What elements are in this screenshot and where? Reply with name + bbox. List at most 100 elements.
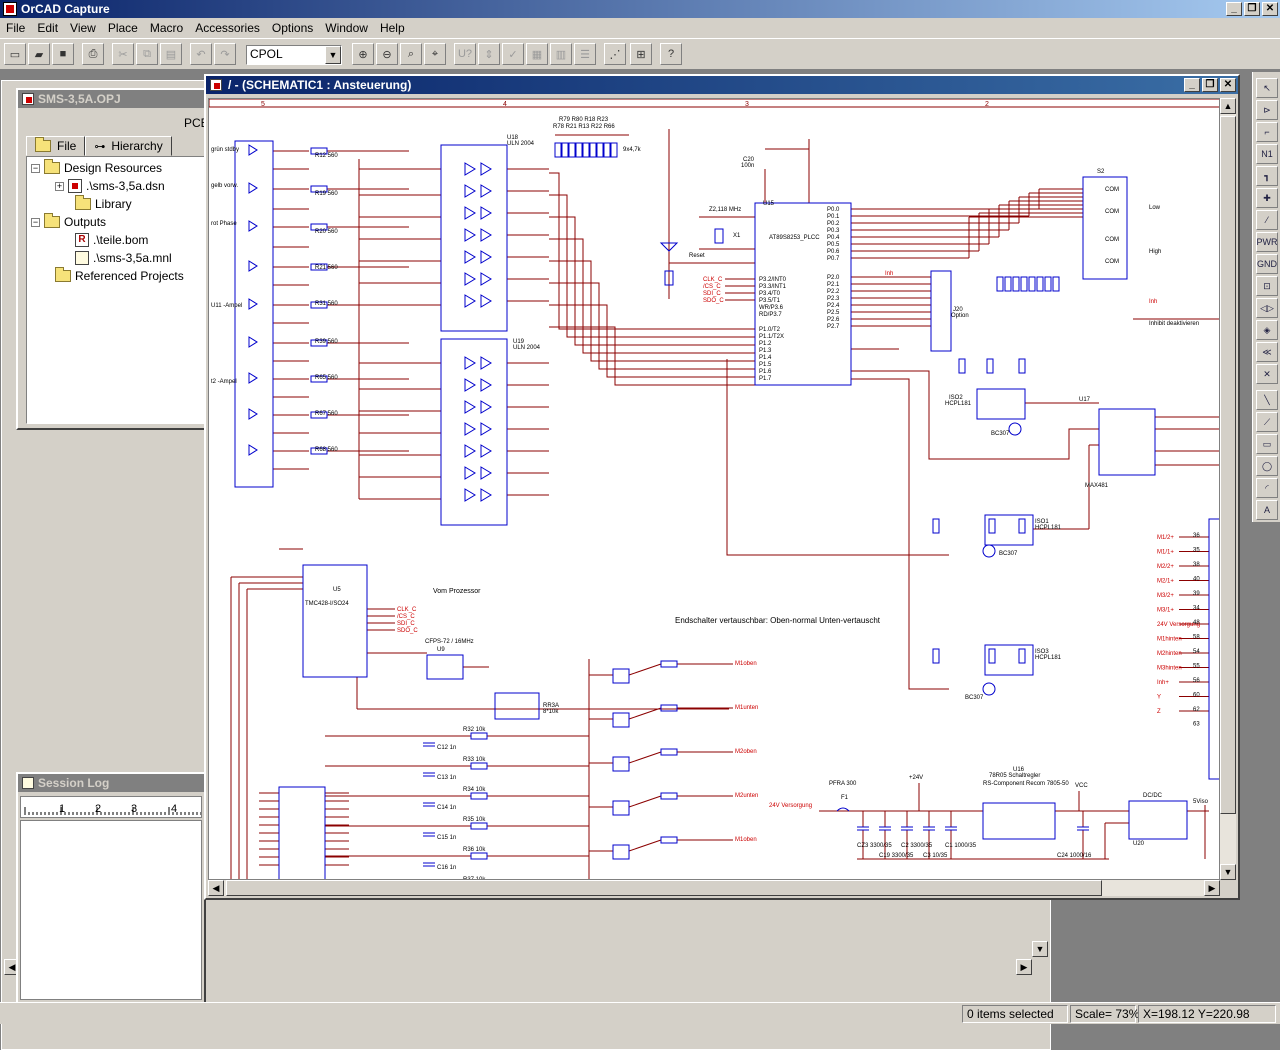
place-bus-icon[interactable]: ┓ bbox=[1256, 166, 1278, 186]
schematic-hscroll[interactable]: ◀ ▶ bbox=[208, 880, 1220, 896]
connector-j20[interactable] bbox=[930, 270, 952, 352]
session-log-titlebar[interactable]: Session Log bbox=[18, 774, 204, 792]
expand-icon[interactable]: + bbox=[55, 180, 64, 191]
tree-item-design-resources[interactable]: − Design Resources bbox=[31, 159, 163, 175]
place-net-alias-icon[interactable]: N1 bbox=[1256, 144, 1278, 164]
resistor-network-rr3a[interactable] bbox=[494, 692, 540, 720]
ic-u15-mcu[interactable] bbox=[754, 202, 852, 386]
open-icon[interactable]: ▰ bbox=[28, 43, 50, 65]
redo-icon[interactable]: ↷ bbox=[214, 43, 236, 65]
back-annotate-icon[interactable]: ⇕ bbox=[478, 43, 500, 65]
opto-iso1[interactable] bbox=[984, 514, 1034, 546]
ic-u17-max481[interactable] bbox=[1098, 408, 1156, 476]
bom-icon[interactable]: ☰ bbox=[574, 43, 596, 65]
menu-options[interactable]: Options bbox=[271, 21, 314, 35]
orcad-app-icon[interactable] bbox=[3, 2, 17, 16]
place-text-icon[interactable]: A bbox=[1256, 500, 1278, 520]
place-ground-icon[interactable]: GND bbox=[1256, 254, 1278, 274]
schematic-close-button[interactable]: ✕ bbox=[1220, 78, 1236, 92]
scroll-right-icon[interactable]: ▶ bbox=[1204, 880, 1220, 896]
scroll-down-icon[interactable]: ▼ bbox=[1032, 941, 1048, 957]
oscillator-u9[interactable] bbox=[426, 654, 464, 680]
ic-u3[interactable] bbox=[278, 786, 326, 880]
ic-u5-tmc428[interactable] bbox=[302, 564, 368, 678]
scroll-left-icon[interactable]: ◀ bbox=[208, 880, 224, 896]
tree-item-library[interactable]: Library bbox=[75, 195, 132, 211]
schematic-canvas[interactable]: 5 4 3 2 grün stdby gelb vorw. rot Phase … bbox=[208, 98, 1220, 880]
menu-window[interactable]: Window bbox=[325, 21, 368, 35]
snap-grid-icon[interactable]: ⋰ bbox=[604, 43, 626, 65]
annotate-icon[interactable]: U? bbox=[454, 43, 476, 65]
schematic-vscroll[interactable]: ▲ ▼ bbox=[1220, 98, 1236, 880]
zoom-area-icon[interactable]: ⌕ bbox=[400, 43, 422, 65]
undo-icon[interactable]: ↶ bbox=[190, 43, 212, 65]
cut-icon[interactable]: ✂ bbox=[112, 43, 134, 65]
place-wire-icon[interactable]: ⌐ bbox=[1256, 122, 1278, 142]
place-junction-icon[interactable]: ✚ bbox=[1256, 188, 1278, 208]
place-line-icon[interactable]: ╲ bbox=[1256, 390, 1278, 410]
place-polyline-icon[interactable]: ⟋ bbox=[1256, 412, 1278, 432]
regulator-u16[interactable] bbox=[982, 802, 1056, 840]
schematic-restore-button[interactable]: ❐ bbox=[1202, 78, 1218, 92]
netlist-icon[interactable]: ▦ bbox=[526, 43, 548, 65]
scroll-down-icon[interactable]: ▼ bbox=[1220, 864, 1236, 880]
copy-icon[interactable]: ⧉ bbox=[136, 43, 158, 65]
place-off-page-icon[interactable]: ≪ bbox=[1256, 342, 1278, 362]
hscroll-thumb[interactable] bbox=[226, 880, 1102, 896]
chevron-down-icon[interactable]: ▼ bbox=[325, 46, 341, 64]
project-manager-icon[interactable]: ⊞ bbox=[630, 43, 652, 65]
place-port-icon[interactable]: ◁▷ bbox=[1256, 298, 1278, 318]
place-bus-entry-icon[interactable]: ⁄ bbox=[1256, 210, 1278, 230]
tree-item-outputs[interactable]: − Outputs bbox=[31, 213, 107, 229]
zoom-out-icon[interactable]: ⊖ bbox=[376, 43, 398, 65]
part-combo[interactable]: CPOL ▼ bbox=[246, 45, 342, 65]
switch-s2[interactable] bbox=[1082, 176, 1128, 280]
menu-edit[interactable]: Edit bbox=[37, 21, 59, 35]
place-rectangle-icon[interactable]: ▭ bbox=[1256, 434, 1278, 454]
drc-icon[interactable]: ✓ bbox=[502, 43, 524, 65]
menu-macro[interactable]: Macro bbox=[149, 21, 184, 35]
print-icon[interactable]: ⎙ bbox=[82, 43, 104, 65]
restore-button[interactable]: ❐ bbox=[1244, 2, 1260, 16]
opto-iso2[interactable] bbox=[976, 388, 1026, 420]
new-icon[interactable]: ▭ bbox=[4, 43, 26, 65]
minimize-button[interactable]: _ bbox=[1226, 2, 1242, 16]
session-log-text[interactable] bbox=[20, 820, 202, 1000]
menu-place[interactable]: Place bbox=[107, 21, 138, 35]
place-hier-block-icon[interactable]: ⊡ bbox=[1256, 276, 1278, 296]
project-titlebar[interactable]: SMS-3,5A.OPJ bbox=[18, 90, 204, 108]
tab-hierarchy[interactable]: ⊶ Hierarchy bbox=[85, 136, 172, 156]
tree-item-mnl[interactable]: .\sms-3,5a.mnl bbox=[75, 251, 172, 265]
save-icon[interactable]: ■ bbox=[52, 43, 74, 65]
help-icon[interactable]: ? bbox=[660, 43, 682, 65]
paste-icon[interactable]: ▤ bbox=[160, 43, 182, 65]
schematic-titlebar[interactable]: / - (SCHEMATIC1 : Ansteuerung) _ ❐ ✕ bbox=[206, 76, 1238, 94]
select-pointer-icon[interactable]: ↖ bbox=[1256, 78, 1278, 98]
ic-u19[interactable] bbox=[440, 338, 508, 526]
menu-file[interactable]: File bbox=[6, 21, 26, 35]
tree-item-referenced-projects[interactable]: Referenced Projects bbox=[55, 267, 184, 283]
ic-u18[interactable] bbox=[440, 144, 508, 332]
place-part-icon[interactable]: ⊳ bbox=[1256, 100, 1278, 120]
dcdc-u20[interactable] bbox=[1128, 800, 1188, 840]
place-arc-icon[interactable]: ◜ bbox=[1256, 478, 1278, 498]
schematic-minimize-button[interactable]: _ bbox=[1184, 78, 1200, 92]
zoom-all-icon[interactable]: ⌖ bbox=[424, 43, 446, 65]
tree-item-dsn[interactable]: + .\sms-3,5a.dsn bbox=[55, 179, 165, 193]
zoom-in-icon[interactable]: ⊕ bbox=[352, 43, 374, 65]
tree-item-bom[interactable]: R .\teile.bom bbox=[75, 233, 148, 247]
cross-ref-icon[interactable]: ▥ bbox=[550, 43, 572, 65]
scroll-up-icon[interactable]: ▲ bbox=[1220, 98, 1236, 114]
tab-file[interactable]: File bbox=[26, 136, 86, 156]
close-button[interactable]: ✕ bbox=[1262, 2, 1278, 16]
place-ellipse-icon[interactable]: ◯ bbox=[1256, 456, 1278, 476]
place-pin-icon[interactable]: ◈ bbox=[1256, 320, 1278, 340]
vscroll-thumb[interactable] bbox=[1220, 116, 1236, 814]
opto-iso3[interactable] bbox=[984, 644, 1034, 676]
collapse-icon[interactable]: − bbox=[31, 216, 40, 227]
menu-accessories[interactable]: Accessories bbox=[195, 21, 260, 35]
collapse-icon[interactable]: − bbox=[31, 162, 40, 173]
menu-help[interactable]: Help bbox=[379, 21, 405, 35]
place-power-icon[interactable]: PWR bbox=[1256, 232, 1278, 252]
scroll-right-icon[interactable]: ▶ bbox=[1016, 959, 1032, 975]
